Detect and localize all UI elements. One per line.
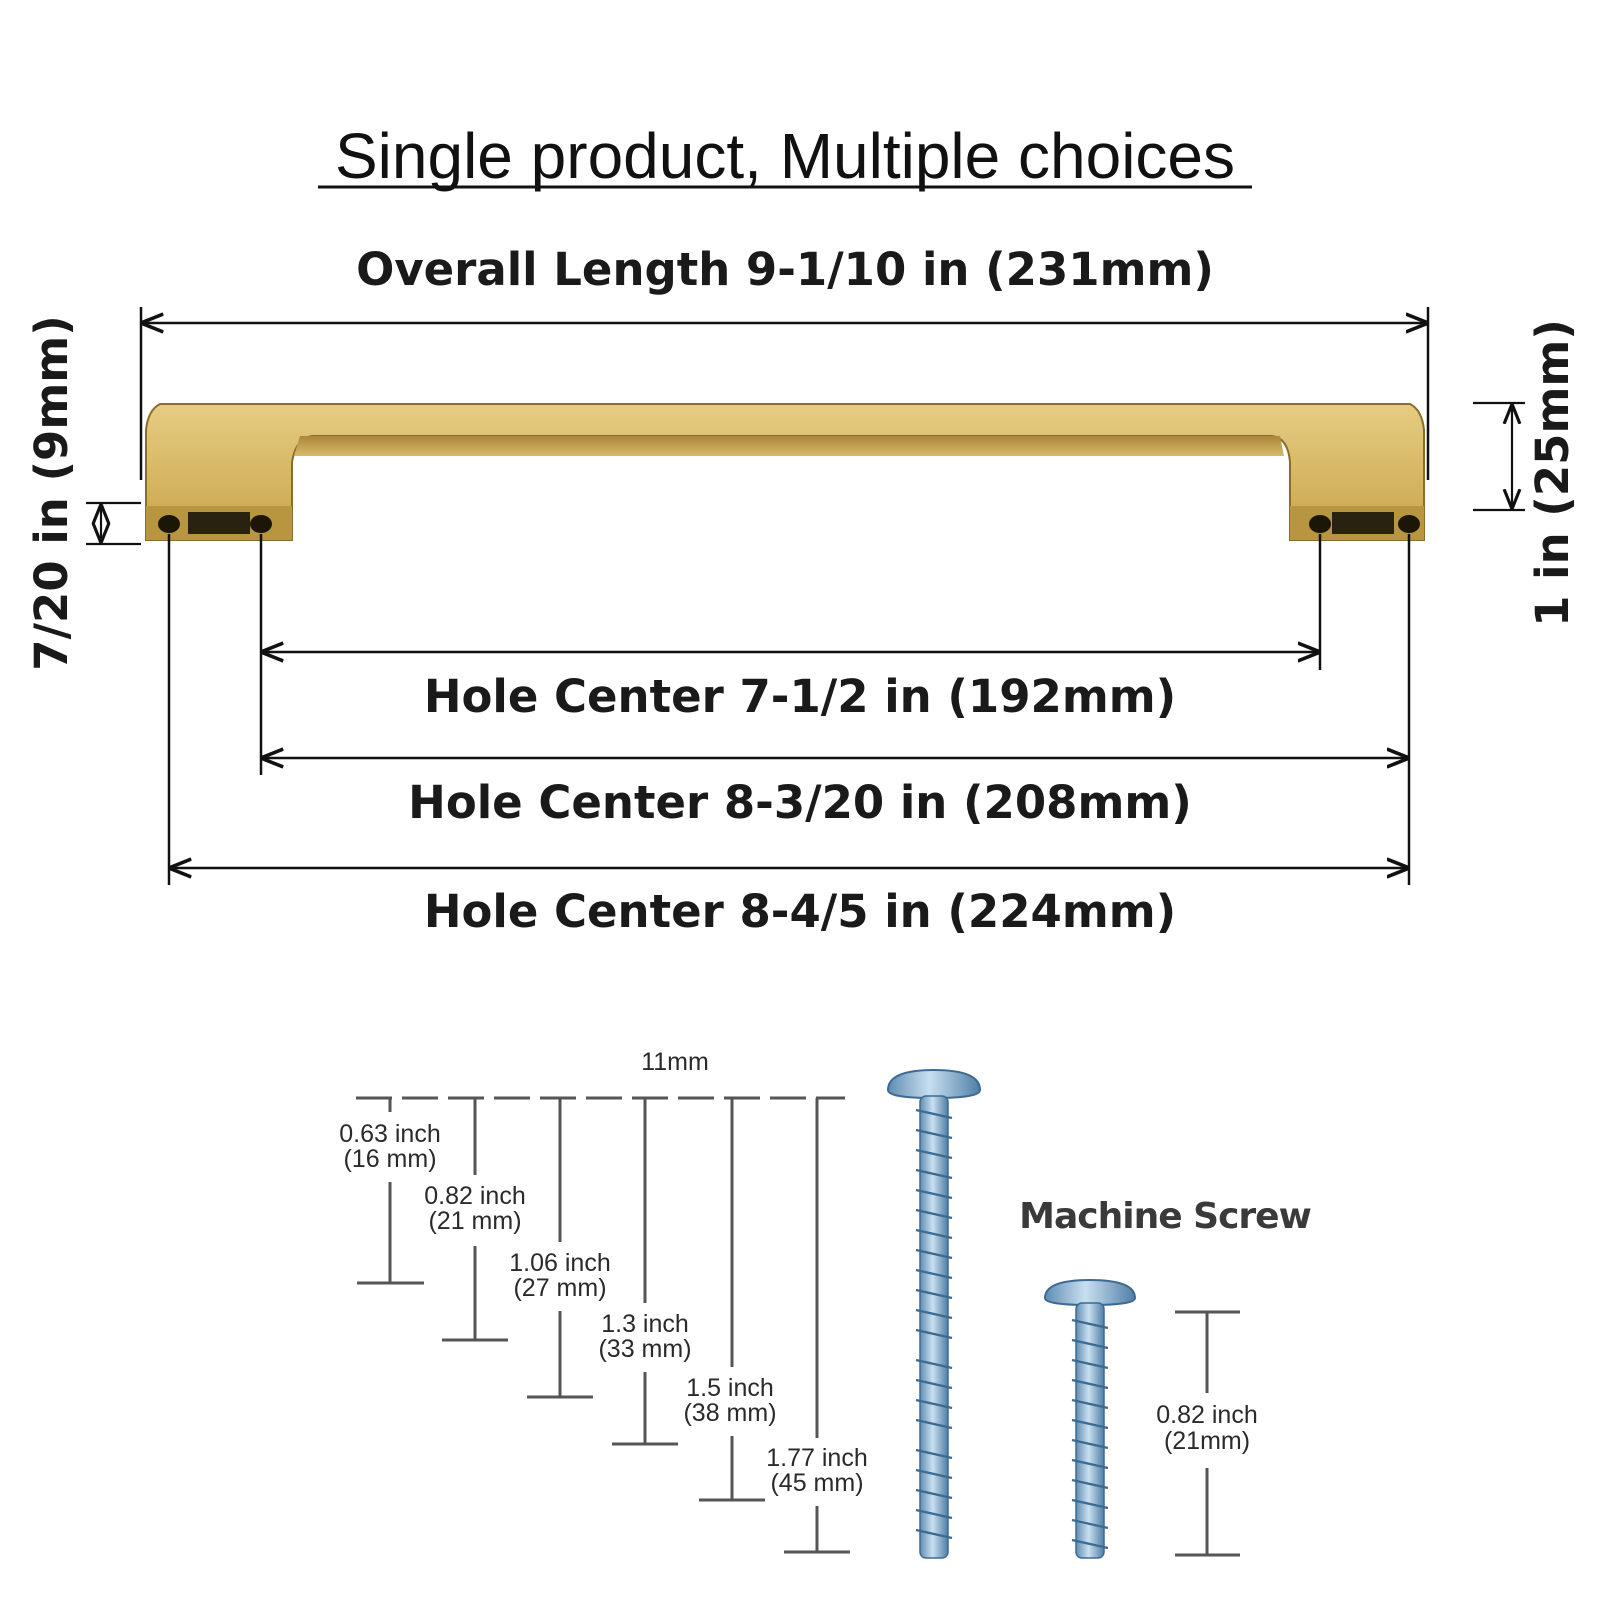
hole-center-192-label: Hole Center 7-1/2 in (192mm): [424, 670, 1176, 723]
short-screw-mm: (21mm): [1164, 1427, 1250, 1455]
length-27-mm: (27 mm): [513, 1274, 606, 1302]
gold-handle: [145, 403, 1425, 541]
length-bar-16mm: [357, 1098, 424, 1285]
length-21-mm: (21 mm): [428, 1207, 521, 1235]
length-bar-21mm: [442, 1098, 508, 1342]
hole-center-208-label: Hole Center 8-3/20 in (208mm): [408, 776, 1192, 829]
machine-screw-title: Machine Screw: [1019, 1196, 1311, 1237]
length-bar-45mm: [784, 1098, 850, 1554]
length-21-inch: 0.82 inch: [424, 1182, 525, 1210]
length-45-inch: 1.77 inch: [766, 1444, 867, 1472]
length-16-inch: 0.63 inch: [339, 1120, 440, 1148]
length-38-inch: 1.5 inch: [686, 1374, 774, 1402]
length-27-inch: 1.06 inch: [509, 1249, 610, 1277]
short-screw-inch: 0.82 inch: [1156, 1401, 1257, 1429]
length-38-mm: (38 mm): [683, 1399, 776, 1427]
length-bar-27mm: [527, 1098, 593, 1399]
short-machine-screw-image: [1043, 1278, 1137, 1559]
total-height-label: 1 in (25mm): [1526, 319, 1579, 627]
length-bar-38mm: [699, 1098, 765, 1502]
length-45-mm: (45 mm): [770, 1469, 863, 1497]
hole-center-224-label: Hole Center 8-4/5 in (224mm): [424, 885, 1176, 938]
base-height-label: 7/20 in (9mm): [25, 315, 78, 670]
page-title: Single product, Multiple choices: [335, 120, 1235, 192]
length-bar-33mm: [612, 1098, 678, 1446]
short-screw-length-bar: [1175, 1310, 1240, 1557]
overall-length-label: Overall Length 9-1/10 in (231mm): [356, 243, 1214, 296]
length-33-inch: 1.3 inch: [601, 1310, 689, 1338]
screw-top-label: 11mm: [641, 1048, 709, 1076]
length-33-mm: (33 mm): [598, 1335, 691, 1363]
long-machine-screw-image: [886, 1068, 982, 1559]
length-16-mm: (16 mm): [343, 1145, 436, 1173]
